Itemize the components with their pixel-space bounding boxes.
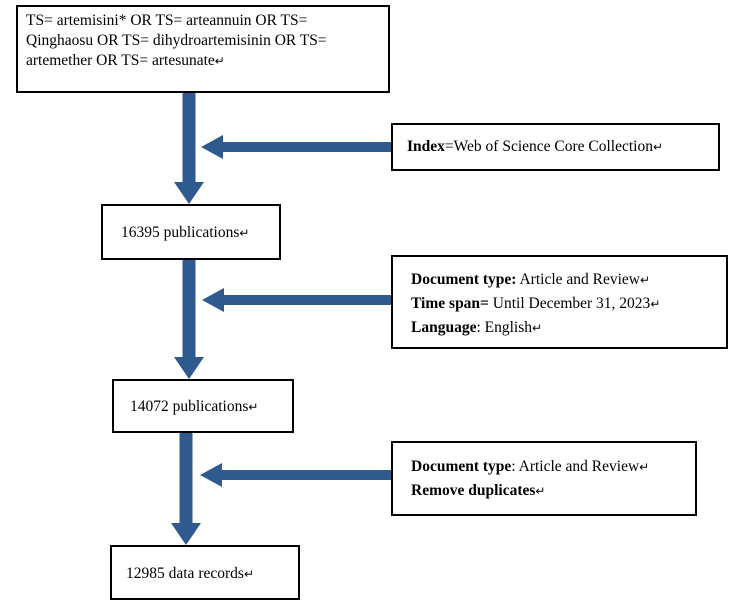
doc-type-line-2: Document type: Article and Review↵ (411, 455, 677, 479)
filter-box-2: Document type: Article and Review↵ Remov… (391, 441, 697, 516)
remove-duplicates-line: Remove duplicates↵ (411, 479, 677, 503)
data-records-box: 12985 data records↵ (110, 545, 300, 600)
arrow-group (171, 93, 391, 545)
paragraph-mark: ↵ (535, 484, 546, 498)
left-arrow-filter-1 (202, 288, 391, 312)
paragraph-mark: ↵ (650, 297, 661, 311)
index-box: Index=Web of Science Core Collection↵ (391, 123, 720, 171)
data-records-count: 12985 data records (126, 565, 244, 582)
query-line-3-text: artemether OR TS= artesunate (26, 52, 215, 69)
filter-box-1: Document type: Article and Review↵ Time … (391, 255, 728, 349)
down-arrow-1 (174, 93, 204, 204)
query-line-1: TS= artemisini* OR TS= arteannuin OR TS= (26, 12, 308, 29)
time-span-line: Time span= Until December 31, 2023↵ (411, 292, 708, 316)
left-arrow-filter-2 (200, 463, 391, 487)
query-line-3: artemether OR TS= artesunate↵ (26, 51, 380, 71)
doc-type-line: Document type: Article and Review↵ (411, 268, 708, 292)
paragraph-mark: ↵ (239, 226, 250, 240)
paragraph-mark: ↵ (243, 567, 254, 581)
doc-type-label-2: Document type (411, 458, 512, 475)
index-text: =Web of Science Core Collection (444, 138, 653, 155)
remove-duplicates-label: Remove duplicates (411, 482, 536, 499)
doc-type-label: Document type: (411, 271, 517, 288)
paragraph-mark: ↵ (532, 321, 543, 335)
paragraph-mark: ↵ (214, 54, 225, 68)
language-label: Language (411, 319, 477, 336)
down-arrow-2 (174, 260, 204, 379)
publications-count-box-2: 14072 publications↵ (112, 379, 294, 433)
language-value: : English (476, 319, 533, 336)
language-line: Language: English↵ (411, 316, 708, 340)
paragraph-mark: ↵ (640, 273, 651, 287)
paragraph-mark: ↵ (248, 400, 259, 414)
left-arrow-index (201, 135, 391, 159)
index-label: Index (407, 138, 445, 155)
query-line-2: Qinghaosu OR TS= dihydroartemisinin OR T… (26, 32, 327, 49)
paragraph-mark: ↵ (639, 460, 650, 474)
publications-count-2: 14072 publications (130, 398, 249, 415)
publications-count-box-1: 16395 publications↵ (101, 204, 281, 260)
doc-type-value-2: : Article and Review (511, 458, 640, 475)
down-arrow-3 (171, 433, 201, 545)
search-query-box: TS= artemisini* OR TS= arteannuin OR TS=… (16, 5, 390, 93)
doc-type-value: Article and Review (516, 271, 640, 288)
paragraph-mark: ↵ (652, 140, 664, 154)
time-span-label: Time span= (411, 295, 489, 312)
publications-count-1: 16395 publications (121, 224, 240, 241)
time-span-value: Until December 31, 2023 (488, 295, 651, 312)
